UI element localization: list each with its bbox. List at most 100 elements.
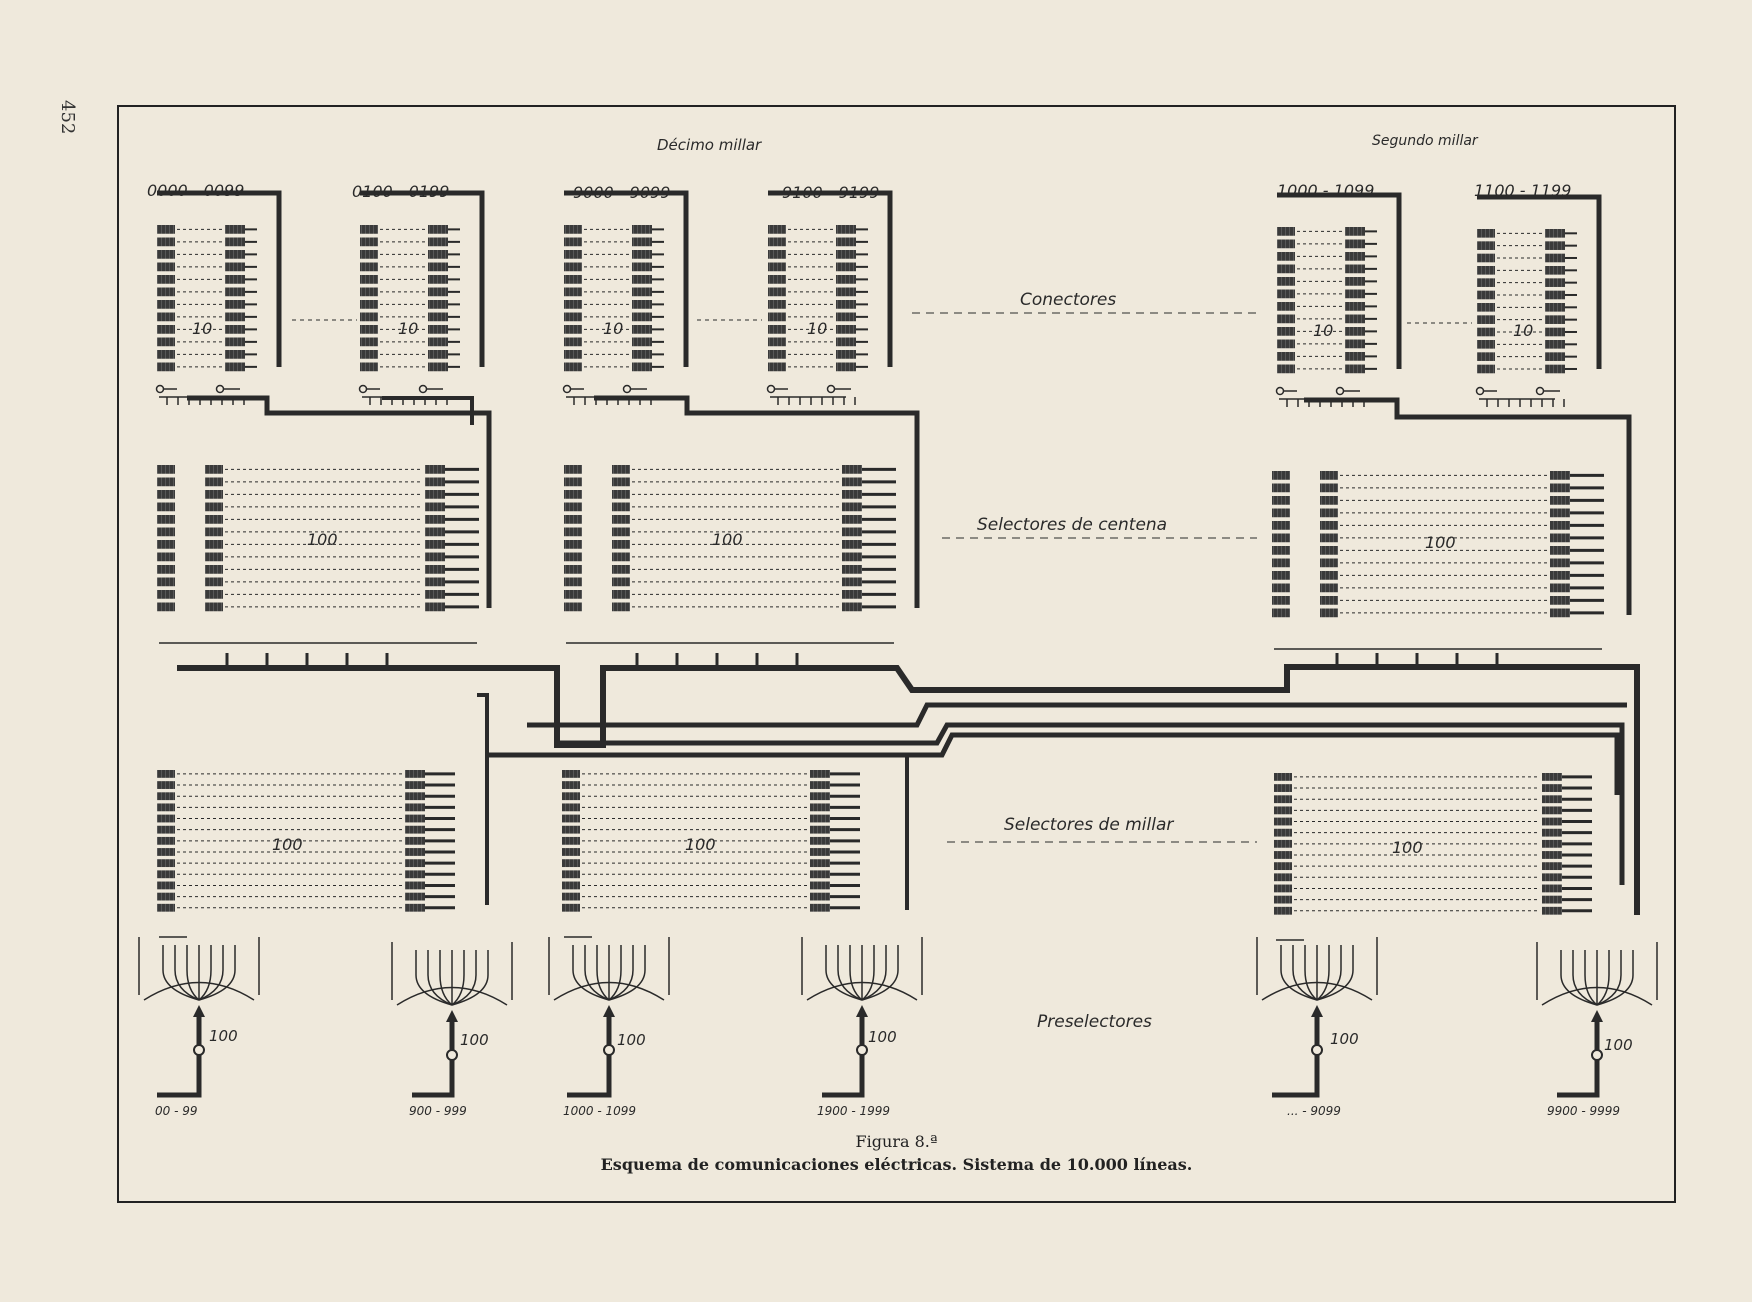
contact-pad [632,300,652,309]
fan-arc [143,981,255,1001]
fan-wire [1316,945,1342,1001]
contact-pad [205,590,223,599]
fan-wire [427,950,453,1006]
contact-pad [1545,253,1565,263]
diagram-drawing-layer [138,190,1658,1098]
contact-pad [1272,521,1290,530]
preselector-count: 100 [209,1027,238,1045]
contact-pad [1477,327,1495,337]
contact-pad [157,577,175,587]
contact-pad [1542,873,1562,882]
wiper-circle [766,384,776,394]
contact-pad [425,565,445,574]
contact-pad [225,275,245,284]
contact-pad [632,312,652,322]
fan-wire [451,950,477,1006]
contact-pad [632,262,652,272]
fan-wire [861,945,887,1001]
contact-pad [632,350,652,359]
contact-pad [564,490,582,499]
wiper-circle [1475,386,1485,396]
contact-pad [405,803,425,812]
contact-pad [564,262,582,272]
fan-wire [198,945,236,1001]
contact-pad [1542,895,1562,904]
contact-pad [157,362,175,372]
preselector-pivot [446,1049,458,1061]
contact-pad [428,350,448,359]
contact-pad [612,502,630,512]
fan-wire [1316,945,1330,1001]
contact-pad [842,602,862,612]
contact-pad [157,490,175,499]
contact-pad [428,300,448,309]
fan-wire [1292,945,1318,1001]
contact-pad [842,465,862,474]
contact-pad [1274,895,1292,904]
contact-pad [1550,546,1570,555]
contact-pad [1345,352,1365,361]
contact-pad [405,892,425,901]
fan-wire [1572,950,1598,1006]
contact-pad [225,287,245,297]
contact-pad [768,237,786,247]
contact-pad [1277,289,1295,299]
contact-pad [1542,795,1562,804]
fan-wire [849,945,863,1001]
contact-pad [564,577,582,587]
contact-pad [1542,773,1562,781]
contact-pad [1550,508,1570,518]
contact-pad [1274,773,1292,781]
contact-pad [632,237,652,247]
contact-pad [612,515,630,524]
contact-pad [768,250,786,259]
wiper-circle [1535,386,1545,396]
fan-wire [439,950,453,1006]
contact-pad [632,337,652,347]
contact-pad [360,350,378,359]
fan-wire [451,950,465,1006]
contact-pad [768,275,786,284]
hundred-selector-count: 100 [712,530,743,549]
contact-pad [157,540,175,549]
contact-pad [612,602,630,612]
contact-pad [836,312,856,322]
contact-pad [225,250,245,259]
contact-pad [1277,364,1295,374]
contact-pad [564,275,582,284]
contact-pad [1345,314,1365,324]
contact-pad [157,262,175,272]
preselector-base [412,1060,455,1098]
stage-label-preselectors: Preselectores [1037,1012,1152,1032]
switching-diagram: Décimo millar Segundo millar 0000 - 0099… [138,133,1658,1118]
contact-pad [562,870,580,879]
contact-pad [1274,795,1292,804]
contact-pad [562,825,580,834]
contact-pad [810,825,830,834]
contact-pad [425,477,445,487]
contact-pad [1272,546,1290,555]
preselector-arrowhead [856,1005,868,1017]
contact-pad [768,287,786,297]
wiper-circle [1275,386,1285,396]
contact-pad [405,881,425,890]
contact-pad [1542,784,1562,792]
contact-pad [360,312,378,322]
contact-pad [564,362,582,372]
contact-pad [836,337,856,347]
contact-pad [428,262,448,272]
contact-pad [842,490,862,499]
contact-pad [810,781,830,789]
preselector-arrowhead [1591,1010,1603,1022]
fan-wire [415,950,453,1006]
fan-wire [198,945,224,1001]
contact-pad [405,781,425,789]
contact-pad [1477,278,1495,287]
connector-count-label: 10 [192,319,212,338]
contact-pad [1545,266,1565,275]
fan-wire [584,945,610,1001]
contact-pad [564,527,582,537]
stage-label-connectors: Conectores [1020,290,1116,310]
contact-pad [612,565,630,574]
fan-wire [198,945,212,1001]
